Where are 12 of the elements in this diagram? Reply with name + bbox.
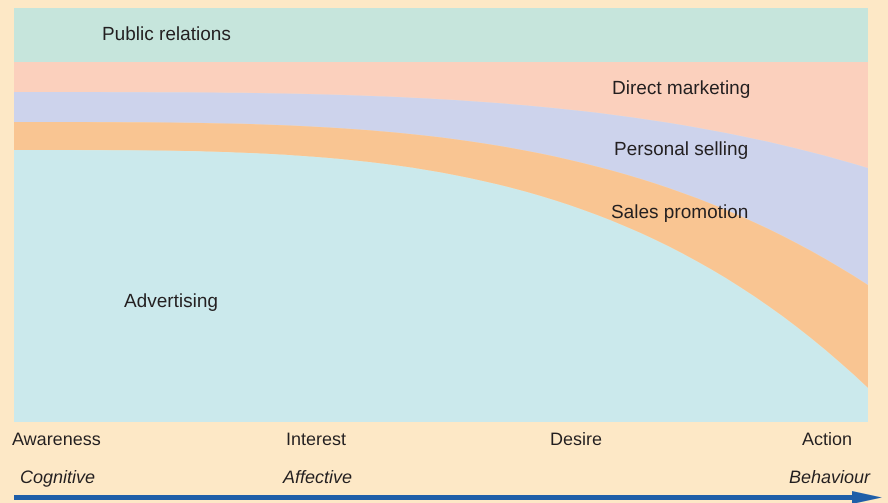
stage-label: Awareness [12,429,101,450]
stage-label: Interest [286,429,346,450]
band-label: Personal selling [614,139,748,161]
band-label: Public relations [102,24,231,46]
response-label: Cognitive [20,467,96,488]
band-label: Advertising [124,291,218,313]
response-label: Behaviour [789,467,870,488]
response-label: Affective [283,467,352,488]
band-label: Sales promotion [611,202,748,224]
stage-label: Action [802,429,852,450]
stage-label: Desire [550,429,602,450]
band-label: Direct marketing [612,78,750,100]
